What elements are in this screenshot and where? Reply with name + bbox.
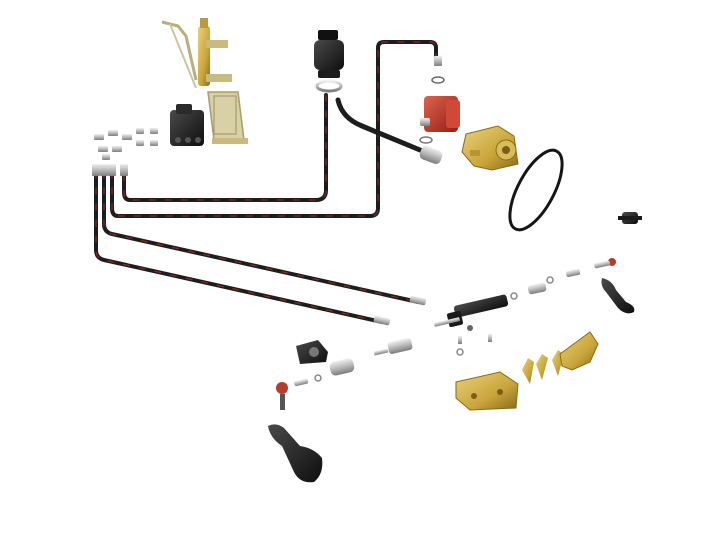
hose-pump-pressure bbox=[110, 40, 438, 218]
control-valve bbox=[170, 104, 204, 146]
pump-bracket bbox=[461, 125, 519, 171]
cylinder-mount-brackets bbox=[455, 331, 599, 411]
oil-reservoir bbox=[314, 30, 344, 93]
hose-suction bbox=[335, 97, 423, 153]
fitting-set bbox=[94, 128, 158, 160]
valve-mount-assembly bbox=[161, 18, 248, 144]
steering-cylinder bbox=[434, 294, 509, 331]
steering-arm-left bbox=[268, 424, 323, 483]
hydraulic-pump bbox=[419, 56, 460, 164]
steering-linkage bbox=[276, 258, 616, 410]
clamp-block bbox=[296, 340, 328, 364]
hose-cylinder-b bbox=[94, 170, 384, 324]
drive-belt bbox=[508, 148, 564, 232]
hose-end-fittings bbox=[92, 164, 427, 326]
steering-arm-right bbox=[601, 278, 635, 314]
hydraulic-hoses bbox=[92, 40, 438, 326]
mounting-nut bbox=[618, 212, 642, 224]
hose-cylinder-a bbox=[102, 170, 420, 304]
